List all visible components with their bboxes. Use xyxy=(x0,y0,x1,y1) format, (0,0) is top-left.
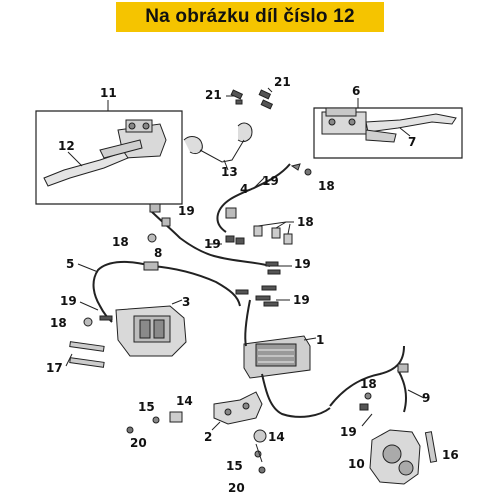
header-banner: Na obrázku díl číslo 12 xyxy=(116,2,384,32)
label-15a: 15 xyxy=(138,400,155,414)
clamp-13 xyxy=(183,122,253,171)
right-brake-lever xyxy=(365,113,457,143)
right-lever-box xyxy=(313,98,463,159)
callout-labels: 11 12 21 21 6 7 13 19 18 4 19 18 18 8 19… xyxy=(46,75,459,495)
label-19d: 19 xyxy=(294,257,311,271)
label-16: 16 xyxy=(442,448,459,462)
label-20a: 20 xyxy=(130,436,147,450)
label-13: 13 xyxy=(221,165,238,179)
label-19g: 19 xyxy=(340,425,357,439)
label-18b: 18 xyxy=(297,215,314,229)
right-master-cylinder xyxy=(321,107,367,135)
caliper-3 xyxy=(79,299,187,357)
label-9: 9 xyxy=(422,391,430,405)
bolts-21 xyxy=(226,87,274,110)
label-17: 17 xyxy=(46,361,63,375)
label-3: 3 xyxy=(182,295,190,309)
label-7: 7 xyxy=(408,135,416,149)
left-lever-box xyxy=(35,100,183,205)
label-12: 12 xyxy=(58,139,75,153)
label-20b: 20 xyxy=(228,481,245,495)
bolts-19-right xyxy=(235,285,290,307)
label-19a: 19 xyxy=(262,174,279,188)
hose-4 xyxy=(216,163,312,245)
label-2: 2 xyxy=(204,430,212,444)
abs-unit-1 xyxy=(243,299,331,418)
label-18c: 18 xyxy=(112,235,129,249)
hose-9 xyxy=(329,345,425,427)
label-14a: 14 xyxy=(176,394,193,408)
label-15b: 15 xyxy=(226,459,243,473)
label-10: 10 xyxy=(348,457,365,471)
bracket-2 xyxy=(211,391,263,431)
label-18a: 18 xyxy=(318,179,335,193)
label-5: 5 xyxy=(66,257,74,271)
label-21a: 21 xyxy=(205,88,222,102)
left-brake-lever xyxy=(43,139,143,187)
label-19b: 19 xyxy=(178,204,195,218)
pins-17 xyxy=(65,341,105,368)
label-1: 1 xyxy=(316,333,324,347)
label-18d: 18 xyxy=(50,316,67,330)
label-18e: 18 xyxy=(360,377,377,391)
label-19c: 19 xyxy=(204,237,221,251)
label-19e: 19 xyxy=(60,294,77,308)
small-parts-14-15-20 xyxy=(126,411,267,474)
caliper-10 xyxy=(369,429,438,485)
label-19f: 19 xyxy=(293,293,310,307)
label-21b: 21 xyxy=(274,75,291,89)
label-14b: 14 xyxy=(268,430,285,444)
label-6: 6 xyxy=(352,84,360,98)
label-8: 8 xyxy=(154,246,162,260)
label-11: 11 xyxy=(100,86,117,100)
hose-8 xyxy=(147,203,292,275)
label-4: 4 xyxy=(240,182,248,196)
